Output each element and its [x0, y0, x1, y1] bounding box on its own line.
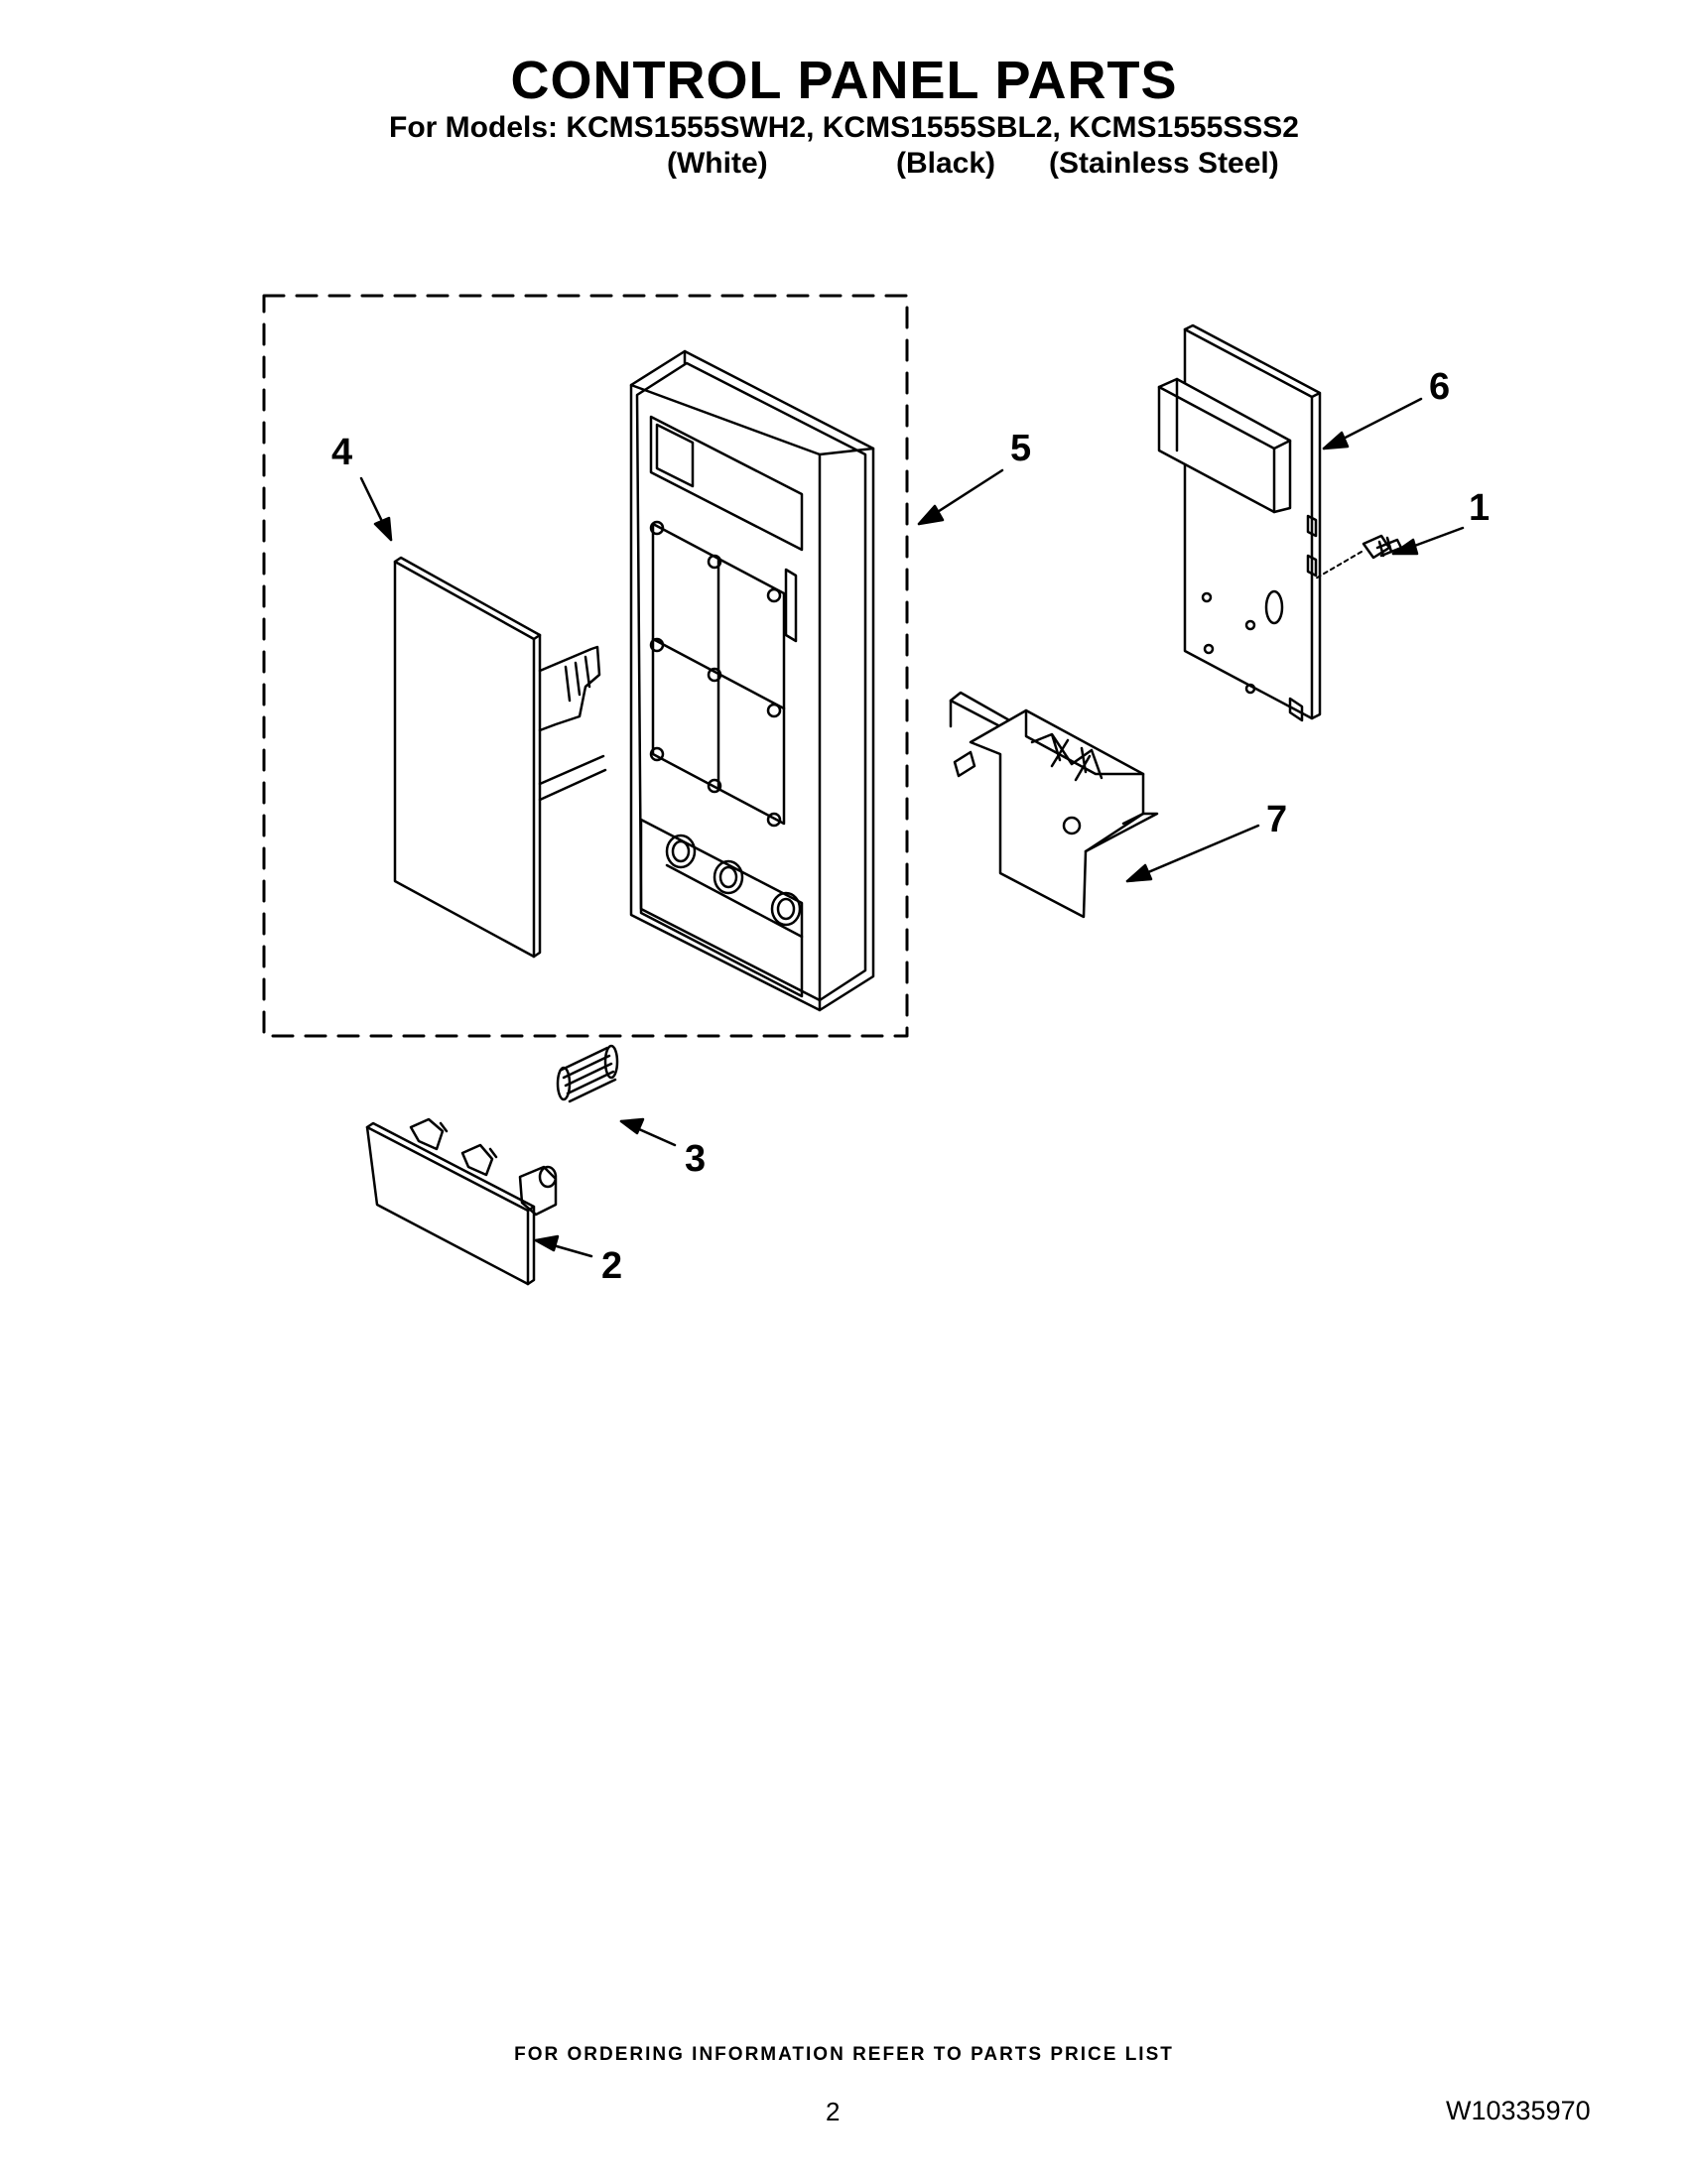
- part-5-control-panel: [629, 349, 875, 1012]
- callout-arrows: [359, 397, 1465, 1258]
- part-4-membrane-keypad: [393, 556, 607, 959]
- part-7-latch-lever: [949, 691, 1159, 919]
- assembly-dashed-boundary: [262, 294, 909, 1038]
- ordering-info-note: FOR ORDERING INFORMATION REFER TO PARTS …: [514, 2044, 1174, 2065]
- part-6-control-board: [1157, 323, 1322, 722]
- callout-1: 1: [1469, 487, 1490, 529]
- callout-5: 5: [1010, 428, 1031, 469]
- document-number: W10335970: [1446, 2096, 1591, 2125]
- callout-6: 6: [1429, 366, 1450, 408]
- callout-7: 7: [1266, 799, 1287, 840]
- models-line: For Models: KCMS1555SWH2, KCMS1555SBL2, …: [389, 111, 1299, 144]
- callout-2: 2: [601, 1245, 622, 1287]
- page-title: CONTROL PANEL PARTS: [510, 51, 1178, 110]
- callout-4: 4: [331, 432, 352, 473]
- callout-3: 3: [685, 1138, 706, 1180]
- part-2-button: [365, 1117, 558, 1286]
- part-1-screw: [1313, 534, 1403, 580]
- model-color-stainless: (Stainless Steel): [1049, 147, 1279, 180]
- page-number: 2: [826, 2097, 841, 2126]
- part-3-spring: [556, 1044, 619, 1103]
- model-color-white: (White): [667, 147, 768, 180]
- model-color-black: (Black): [896, 147, 996, 180]
